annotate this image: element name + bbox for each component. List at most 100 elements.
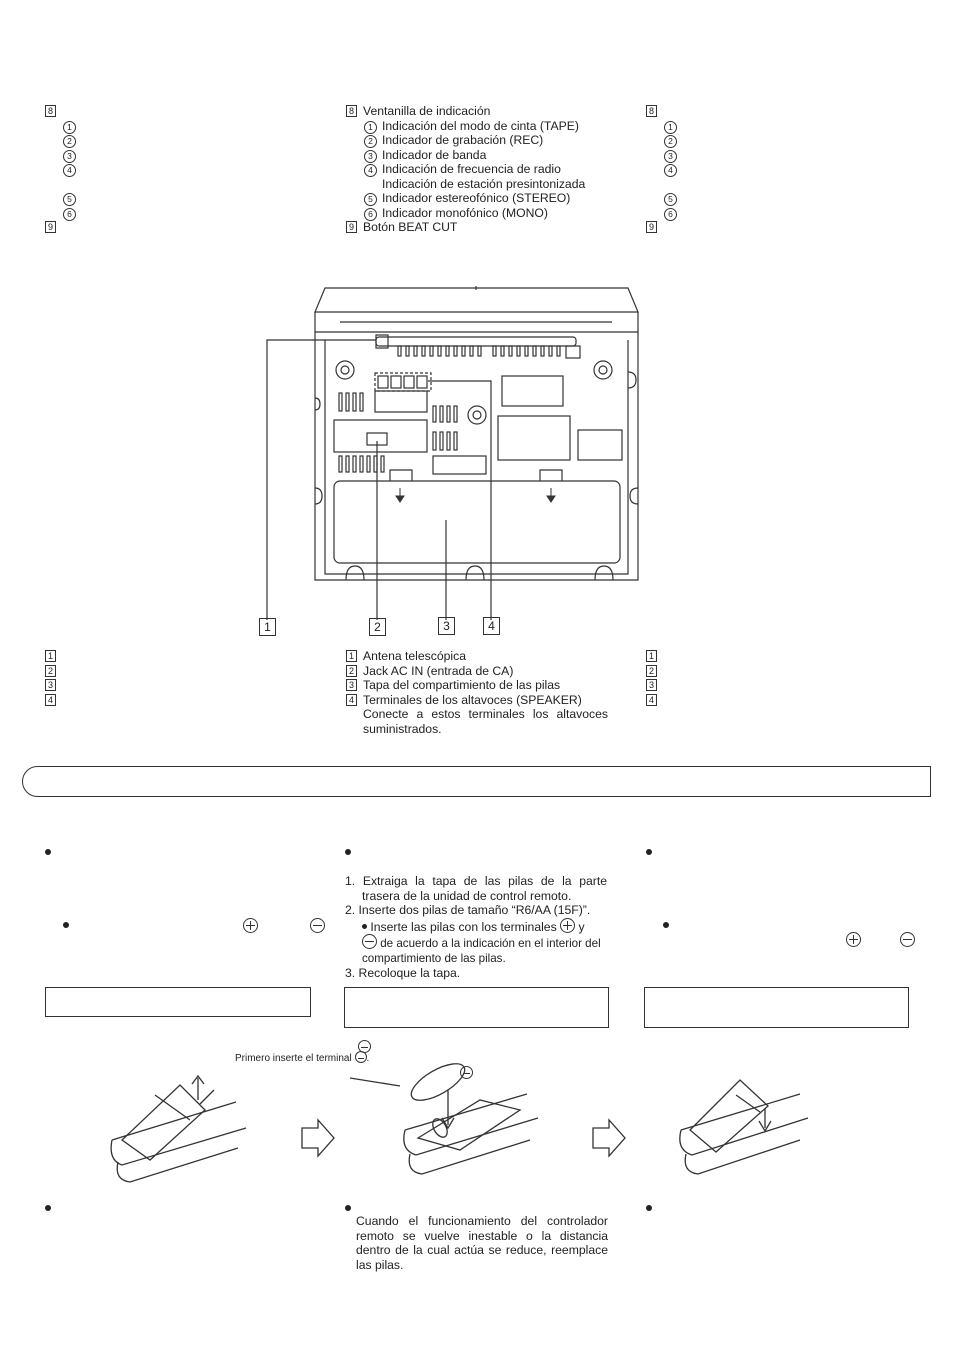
section-header-bar <box>22 766 931 797</box>
marker-box: 8 <box>646 105 657 117</box>
list-item: Indicador de banda <box>382 147 487 162</box>
note-box-left <box>45 987 311 1017</box>
marker-box: 2 <box>346 664 357 677</box>
bullet-icon <box>63 922 69 928</box>
vent-slot <box>556 345 561 357</box>
vent-slot <box>413 345 418 357</box>
callout-2: 2 <box>369 618 386 636</box>
step-1: 1. Extraiga la tapa de las pilas de la p… <box>345 874 607 903</box>
bullet-icon <box>45 849 51 855</box>
vent-slot <box>359 392 364 412</box>
marker-box: 4 <box>346 693 357 706</box>
list-item: Indicación del modo de cinta (TAPE) <box>382 118 579 133</box>
circled-number: 5 <box>63 193 76 206</box>
vent-slot <box>469 345 474 357</box>
vent-slot <box>524 345 529 357</box>
vent-slot <box>437 345 442 357</box>
marker-box: 4 <box>45 693 56 706</box>
callout-4: 4 <box>483 617 500 635</box>
vent-slot <box>352 455 357 473</box>
vent-slot <box>446 405 451 423</box>
step-2-sub-text-2: de acuerdo a la indicación en el interio… <box>362 937 601 965</box>
step-2-sub-text: Inserte las pilas con los terminales <box>370 919 557 934</box>
marker-box: 3 <box>45 679 56 691</box>
rear-parts-list: 1 Antena telescópica 2 Jack AC IN (entrada… <box>346 649 608 736</box>
circled-number: 6 <box>664 207 677 221</box>
vent-slot <box>359 455 364 473</box>
vent-slot <box>439 405 444 423</box>
vent-slot <box>500 345 505 357</box>
circled-number: 1 <box>664 120 677 134</box>
vent-slot <box>540 345 545 357</box>
display-window-title: Ventanilla de indicación <box>363 104 491 118</box>
marker-box: 1 <box>346 650 357 662</box>
circled-number: 3 <box>63 149 76 163</box>
vent-slot <box>548 345 553 357</box>
right-rear-markers: 1 2 3 4 <box>646 649 663 707</box>
circled-number: 4 <box>63 164 76 177</box>
circled-number: 5 <box>664 193 677 206</box>
vent-slot <box>397 345 402 357</box>
marker-box: 8 <box>45 105 56 117</box>
vent-slot <box>516 345 521 357</box>
vent-slot <box>461 345 466 357</box>
vent-slot <box>338 392 343 412</box>
minus-terminal-icon <box>459 1066 473 1079</box>
figure-label-text: Primero inserte el terminal <box>235 1053 352 1064</box>
left-rear-markers: 1 2 3 4 <box>45 649 62 707</box>
vent-slot <box>345 455 350 473</box>
vent-slot <box>338 455 343 473</box>
vent-slot <box>345 392 350 412</box>
bullet-icon <box>45 1205 51 1211</box>
list-item: Terminales de los altavoces (SPEAKER) <box>363 692 582 707</box>
marker-box: 2 <box>646 664 657 677</box>
step-2: 2. Inserte dos pilas de tamaño “R6/AA (1… <box>345 903 591 917</box>
vent-slot <box>445 345 450 357</box>
marker-box: 4 <box>646 693 657 706</box>
list-item: Indicador estereofónico (STEREO) <box>382 191 571 205</box>
replace-batteries-note: Cuando el funcionamiento del controlador… <box>356 1214 608 1272</box>
vent-slot <box>421 345 426 357</box>
minus-terminal-icon <box>362 934 377 949</box>
marker-box: 1 <box>646 650 657 662</box>
plus-terminal-icon <box>560 917 576 933</box>
speaker-note: Conecte a estos terminales los altavoces… <box>363 707 608 736</box>
list-item: Jack AC IN (entrada de CA) <box>363 663 514 678</box>
note-box-middle <box>344 987 609 1028</box>
marker-box: 9 <box>646 221 657 233</box>
vent-slot <box>405 345 410 357</box>
vent-slot <box>453 431 458 451</box>
step-3: 3. Recoloque la tapa. <box>345 966 461 980</box>
vent-slot <box>380 455 385 473</box>
bullet-icon <box>345 1205 351 1211</box>
vent-slot <box>429 345 434 357</box>
marker-box: 1 <box>45 650 56 662</box>
rear-panel-diagram <box>266 286 639 620</box>
minus-terminal-icon <box>900 932 916 947</box>
vent-slot <box>508 345 513 357</box>
circled-number: 2 <box>664 135 677 148</box>
battery-steps: 1. Extraiga la tapa de las pilas de la p… <box>345 874 607 981</box>
circled-number: 5 <box>364 193 377 206</box>
circled-number: 1 <box>364 120 377 134</box>
circled-number: 2 <box>364 135 377 148</box>
vent-slot <box>432 405 437 423</box>
plus-terminal-icon <box>845 932 861 947</box>
list-item: Antena telescópica <box>363 649 466 663</box>
callout-3: 3 <box>438 617 455 635</box>
step-2-and: y <box>578 919 585 934</box>
circled-number: 2 <box>63 135 76 148</box>
list-item: Indicador de grabación (REC) <box>382 133 544 147</box>
vent-slot <box>492 345 497 357</box>
bullet-icon <box>345 849 351 855</box>
circled-number: 6 <box>63 207 76 221</box>
vent-slot <box>453 405 458 423</box>
remote-illustrations <box>110 1063 809 1183</box>
note-box-right <box>644 987 909 1028</box>
circled-number: 3 <box>664 149 677 163</box>
list-item: Tapa del compartimiento de las pilas <box>363 678 561 692</box>
beat-cut-label: Botón BEAT CUT <box>363 220 458 234</box>
bullet-icon <box>663 922 669 928</box>
vent-slot <box>532 345 537 357</box>
